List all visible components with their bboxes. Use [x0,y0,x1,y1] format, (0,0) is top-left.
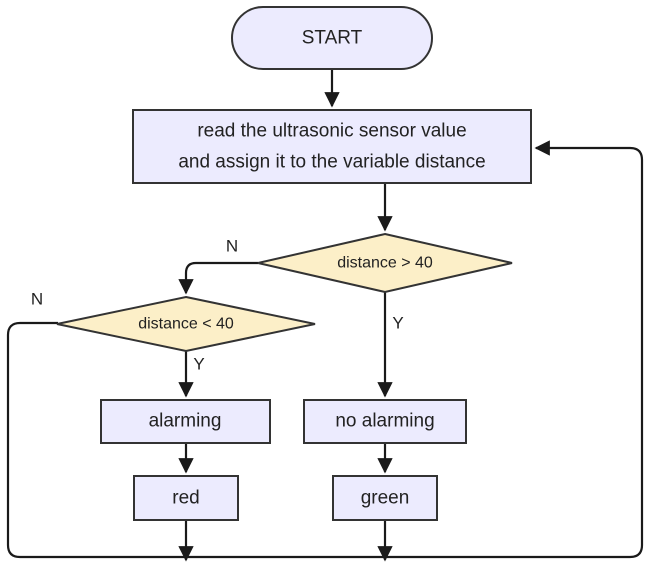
start-label: START [302,28,363,49]
no-alarming-label: no alarming [335,411,434,432]
edge-label-lt-no: N [31,290,43,309]
edge-label-gt-yes: Y [392,314,403,333]
red-label: red [172,488,199,509]
edge-decision-gt-no [178,261,258,295]
edge-label-gt-no: N [226,237,238,256]
decision-lt-node: distance < 40 [56,295,316,353]
decision-gt-node: distance > 40 [257,232,513,294]
no-alarming-node: no alarming [303,399,467,444]
read-sensor-label-line1: read the ultrasonic sensor value [197,121,466,142]
red-node: red [133,475,239,521]
alarming-label: alarming [149,411,222,432]
decision-gt-label: distance > 40 [337,255,433,272]
green-node: green [332,475,438,521]
edge-decision-lt-no-loop [6,140,644,559]
decision-lt-label: distance < 40 [138,316,234,333]
green-label: green [361,488,410,509]
alarming-node: alarming [100,399,271,444]
start-node: START [231,6,433,70]
edge-label-lt-yes: Y [193,355,204,374]
read-sensor-label-line2: and assign it to the variable distance [178,152,485,173]
read-sensor-node: read the ultrasonic sensor value and ass… [132,109,532,184]
